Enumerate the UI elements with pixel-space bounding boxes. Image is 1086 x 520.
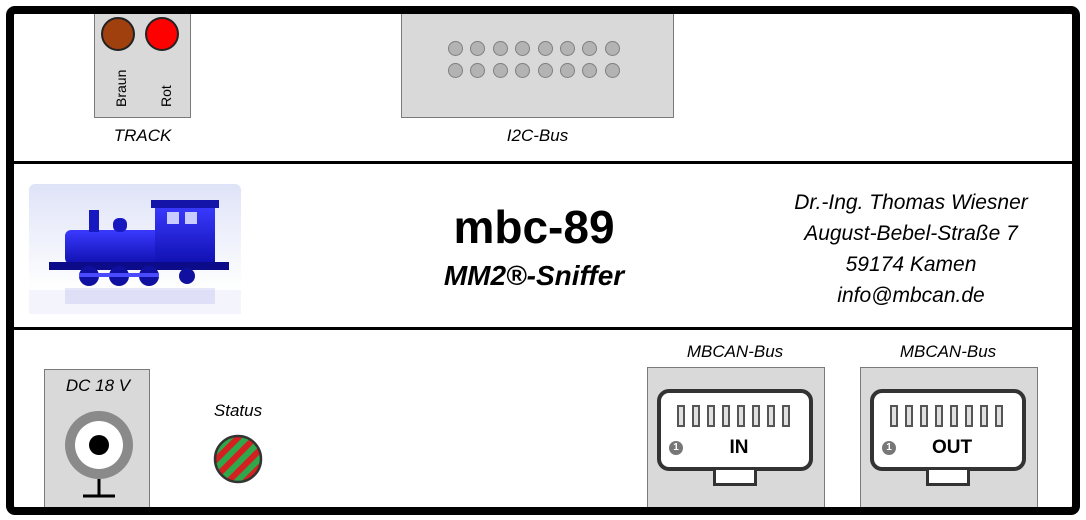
socket-contact bbox=[722, 405, 730, 427]
socket-contact bbox=[920, 405, 928, 427]
socket-contact bbox=[767, 405, 775, 427]
device-subtitle: MM2®-Sniffer bbox=[443, 260, 625, 291]
status-label: Status bbox=[213, 401, 263, 420]
socket-contact bbox=[905, 405, 913, 427]
address-name: Dr.-Ing. Thomas Wiesner bbox=[794, 191, 1028, 214]
socket-contact bbox=[890, 405, 898, 427]
socket-contact bbox=[980, 405, 988, 427]
panel-divider-bottom bbox=[14, 327, 1072, 330]
socket-contact bbox=[950, 405, 958, 427]
i2c-pin bbox=[448, 63, 463, 78]
i2c-pin bbox=[560, 41, 575, 56]
track-label: TRACK bbox=[113, 126, 172, 145]
mbcan-out-pin1-marker: 1 bbox=[882, 441, 896, 455]
mbcan-in-label: MBCAN-Bus bbox=[686, 342, 784, 361]
i2c-pin bbox=[515, 41, 531, 56]
i2c-pin bbox=[537, 41, 553, 56]
mbcan-in-socket: 1 IN bbox=[657, 389, 813, 471]
address-street: August-Bebel-Straße 7 bbox=[804, 222, 1018, 245]
device-front-panel: Braun Rot TRACK I2C-Bus bbox=[6, 6, 1080, 515]
socket-contact bbox=[965, 405, 973, 427]
led-brown bbox=[101, 17, 135, 51]
i2c-pin bbox=[448, 41, 463, 56]
i2c-pin bbox=[582, 63, 598, 78]
socket-contact bbox=[995, 405, 1003, 427]
led-red-label: Rot bbox=[158, 85, 174, 107]
mbcan-in-port-label: IN bbox=[729, 437, 749, 458]
mbcan-out-tab bbox=[926, 470, 970, 486]
i2c-pin bbox=[604, 63, 620, 78]
socket-contact bbox=[692, 405, 700, 427]
address-city: 59174 Kamen bbox=[845, 253, 977, 276]
mbcan-out-socket: 1 OUT bbox=[870, 389, 1026, 471]
mbcan-in-connector: 1 IN bbox=[647, 367, 825, 507]
power-jack: DC 18 V bbox=[44, 369, 150, 507]
i2c-pin bbox=[537, 63, 553, 78]
i2c-connector bbox=[401, 14, 674, 118]
led-red bbox=[145, 17, 179, 51]
i2c-pin bbox=[560, 63, 575, 78]
socket-contact bbox=[677, 405, 685, 427]
i2c-pin bbox=[470, 41, 486, 56]
mbcan-out-connector: 1 OUT bbox=[860, 367, 1038, 507]
i2c-label: I2C-Bus bbox=[506, 126, 569, 145]
mbcan-out-port-label: OUT bbox=[931, 437, 973, 458]
power-jack-icon bbox=[65, 411, 133, 498]
device-name: mbc-89 bbox=[453, 201, 615, 253]
i2c-pin bbox=[582, 41, 598, 56]
locomotive-icon bbox=[29, 184, 241, 314]
i2c-pin bbox=[492, 63, 508, 78]
power-label: DC 18 V bbox=[65, 376, 131, 395]
i2c-pin bbox=[492, 41, 508, 56]
socket-contact bbox=[752, 405, 760, 427]
locomotive-image bbox=[29, 184, 241, 314]
socket-contact bbox=[707, 405, 715, 427]
address-block: Dr.-Ing. Thomas Wiesner August-Bebel-Str… bbox=[770, 187, 1052, 311]
mbcan-in-pin1-marker: 1 bbox=[669, 441, 683, 455]
address-email: info@mbcan.de bbox=[837, 284, 985, 307]
i2c-pin bbox=[470, 63, 486, 78]
socket-contact bbox=[782, 405, 790, 427]
track-connector: Braun Rot bbox=[94, 14, 191, 118]
mbcan-out-label: MBCAN-Bus bbox=[899, 342, 997, 361]
i2c-pin bbox=[604, 41, 620, 56]
panel-divider-top bbox=[14, 161, 1072, 164]
status-led bbox=[213, 434, 263, 484]
socket-contact bbox=[737, 405, 745, 427]
led-brown-label: Braun bbox=[113, 69, 129, 107]
mbcan-in-tab bbox=[713, 470, 757, 486]
socket-contact bbox=[935, 405, 943, 427]
i2c-pin bbox=[515, 63, 531, 78]
